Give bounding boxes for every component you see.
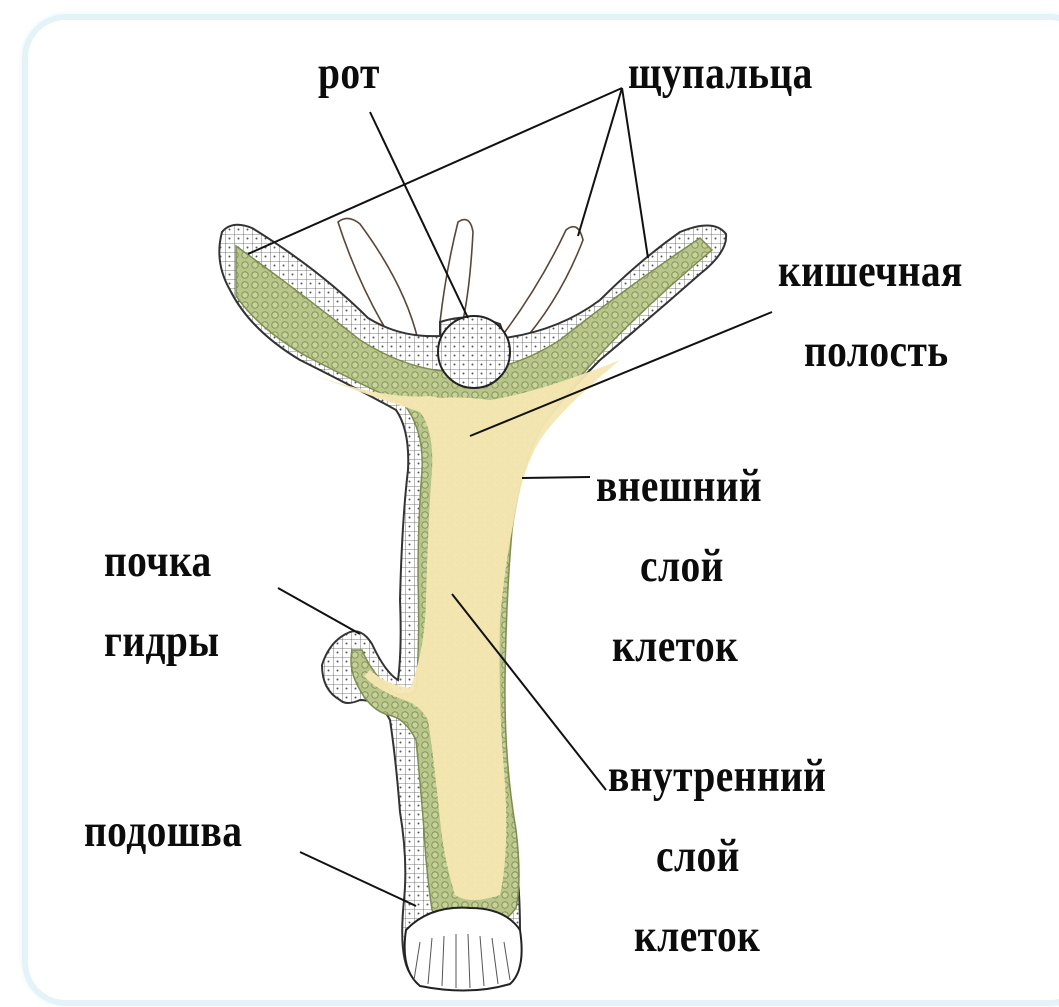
label-gut-cavity-line2: полость: [804, 320, 949, 382]
mouth-circle: [438, 316, 510, 388]
label-bud-line1: почка: [104, 530, 212, 592]
label-inner-layer-line3: клеток: [634, 905, 760, 967]
label-bud-line2: гидры: [104, 610, 220, 672]
label-tentacles: щупальца: [628, 42, 813, 104]
label-sole: подошва: [84, 800, 242, 862]
label-gut-cavity-line1: кишечная: [778, 240, 963, 302]
label-inner-layer-line2: слой: [656, 825, 740, 887]
sole: [405, 908, 522, 991]
label-inner-layer-line1: внутренний: [608, 745, 826, 807]
label-outer-layer-line1: внешний: [596, 455, 762, 517]
label-outer-layer-line2: слой: [640, 535, 724, 597]
label-outer-layer-line3: клеток: [612, 615, 738, 677]
gut-cavity: [300, 360, 620, 900]
label-mouth: рот: [318, 42, 380, 104]
